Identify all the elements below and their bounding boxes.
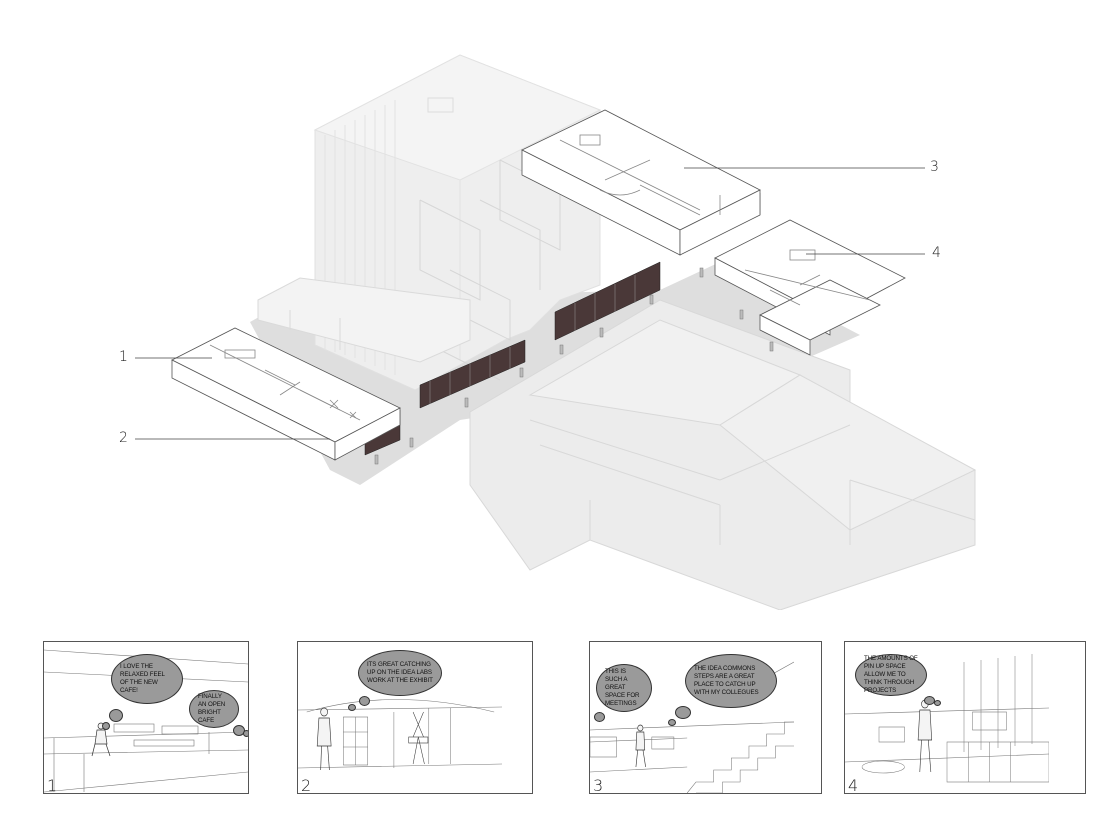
speech-bubble-3b: THE IDEA COMMONS STEPS ARE A GREAT PLACE… (685, 654, 777, 708)
speech-bubble-1b: FINALLY AN OPEN BRIGHT CAFE (189, 690, 239, 728)
lower-right-wing (714, 219, 906, 356)
thought-dot (934, 700, 941, 706)
speech-bubble-4: THE AMOUNTS OF PIN UP SPACE ALLOW ME TO … (855, 654, 927, 696)
exhibit-sculpture (408, 711, 429, 765)
standing-man (316, 707, 332, 771)
vignette-panel-2: ITS GREAT CATCHING UP ON THE IDEA LABS W… (297, 641, 533, 794)
callout-number-2: 2 (119, 430, 128, 446)
vignette-panel-3: THIS IS SUCH A GREAT SPACE FOR MEETINGS … (589, 641, 822, 794)
walking-figure (635, 724, 646, 768)
upper-right-wing (521, 109, 761, 256)
speech-bubble-1a: I LOVE THE RELAXED FEEL OF THE NEW CAFE! (111, 654, 183, 704)
thought-dot (102, 722, 110, 730)
speech-bubble-2: ITS GREAT CATCHING UP ON THE IDEA LABS W… (358, 650, 442, 696)
panel-number-3: 3 (593, 776, 604, 794)
people-figures (374, 267, 774, 465)
thought-dot (594, 712, 605, 722)
callout-leaders (135, 167, 925, 440)
podium-bar (257, 277, 471, 363)
seated-figure (91, 722, 111, 757)
thought-dot (348, 704, 356, 711)
left-wing (171, 327, 401, 461)
standing-figure (917, 699, 933, 773)
thought-dot (243, 730, 248, 737)
commons-steps-scene-sketch (590, 661, 794, 793)
callout-number-1: 1 (119, 349, 128, 365)
exhibit-scene-sketch (298, 699, 502, 771)
low-block-right (469, 299, 977, 610)
callout-number-4: 4 (932, 245, 941, 261)
callout-number-3: 3 (930, 159, 939, 175)
axonometric-building-diagram (135, 54, 977, 610)
thought-dot (359, 696, 370, 706)
panel-number-4: 4 (848, 776, 859, 794)
thought-dot (109, 709, 123, 722)
pin-up-studio-scene-sketch (845, 654, 1049, 783)
vignette-panel-1: I LOVE THE RELAXED FEEL OF THE NEW CAFE!… (43, 641, 249, 794)
thought-dot (675, 706, 691, 719)
vignette-panel-4: THE AMOUNTS OF PIN UP SPACE ALLOW ME TO … (844, 641, 1086, 794)
speech-bubble-3a: THIS IS SUCH A GREAT SPACE FOR MEETINGS (596, 664, 652, 712)
panel-number-1: 1 (47, 776, 58, 794)
thought-dot (668, 719, 676, 726)
panel-number-2: 2 (301, 776, 312, 794)
